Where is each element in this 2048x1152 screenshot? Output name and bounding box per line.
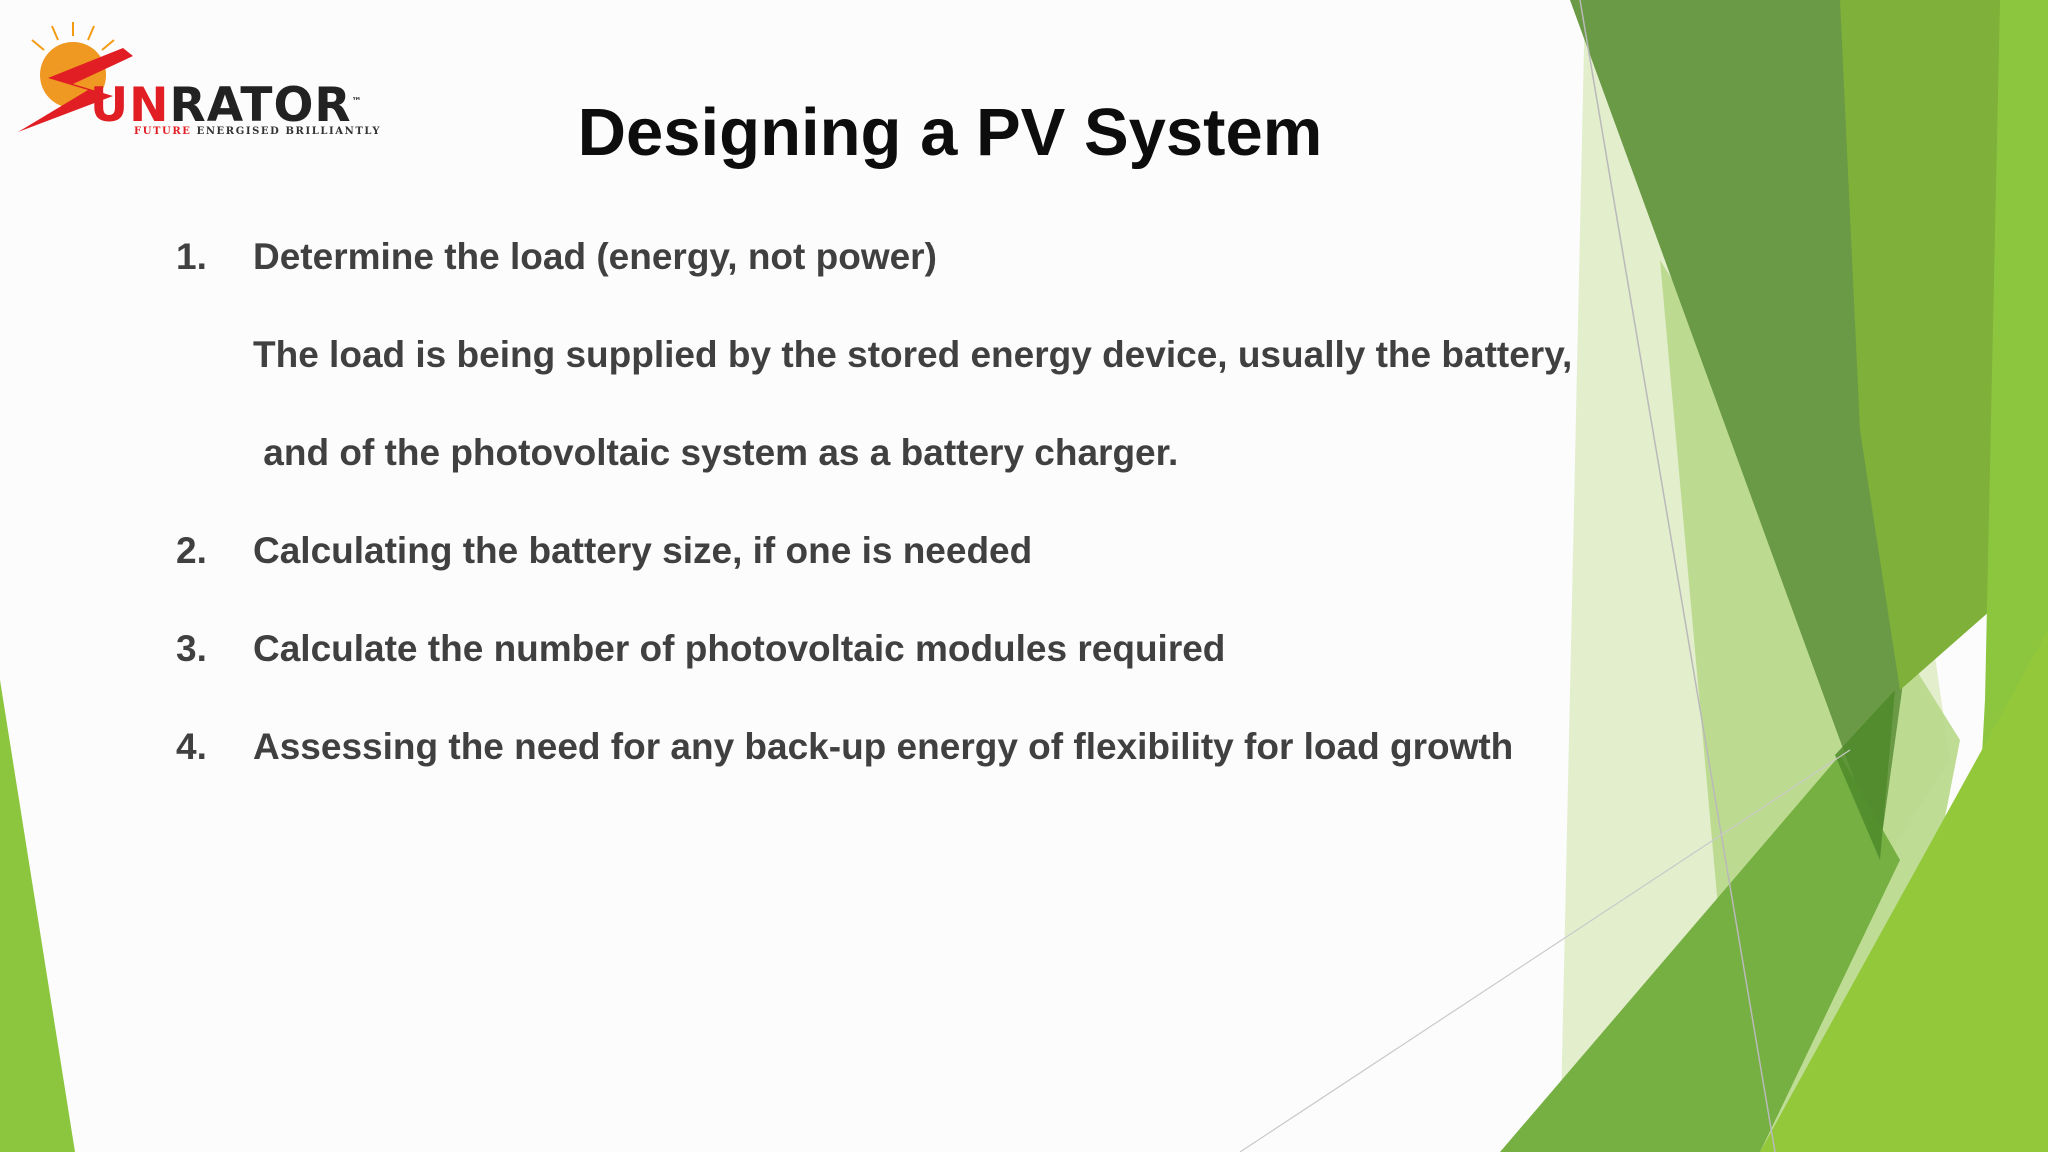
step-1-number: 1. — [176, 236, 207, 277]
step-1-text: Determine the load (energy, not power) — [253, 236, 937, 277]
left-green-triangle — [0, 680, 75, 1152]
logo-tagline-highlight: FUTURE — [134, 126, 192, 137]
bottom-mid-green — [1500, 755, 1900, 1152]
thin-line-2 — [1239, 749, 1851, 1152]
thin-line-1 — [1579, 0, 1776, 1152]
logo-trademark: ™ — [351, 96, 363, 108]
logo-tagline-rest: ENERGISED BRILLIANTLY — [191, 126, 382, 137]
logo-tagline: FUTURE ENERGISED BRILLIANTLY — [134, 126, 381, 137]
step-2-number: 2. — [176, 530, 207, 571]
step-1-detail-1: The load is being supplied by the stored… — [253, 334, 1573, 375]
step-4-number: 4. — [176, 726, 207, 767]
logo-wordmark-rest: RATOR — [169, 78, 352, 133]
logo-wordmark-highlight: UN — [90, 78, 170, 133]
step-2-text: Calculating the battery size, if one is … — [253, 530, 1033, 571]
sun-bolt-icon — [18, 22, 133, 132]
slide-title: Designing a PV System — [577, 95, 1323, 170]
sunrator-logo: UNRATOR™ FUTURE ENERGISED BRILLIANTLY — [18, 20, 428, 150]
step-3-text: Calculate the number of photovoltaic mod… — [253, 628, 1226, 669]
step-4-text: Assessing the need for any back-up energ… — [253, 726, 1514, 767]
dark-accent — [1835, 690, 1895, 860]
step-1-detail-2: and of the photovoltaic system as a batt… — [253, 432, 1179, 473]
bottom-right-lime — [1760, 630, 2048, 1152]
step-3-number: 3. — [176, 628, 207, 669]
logo-wordmark: UNRATOR™ — [90, 82, 363, 129]
dark-green-band — [1570, 0, 1920, 850]
